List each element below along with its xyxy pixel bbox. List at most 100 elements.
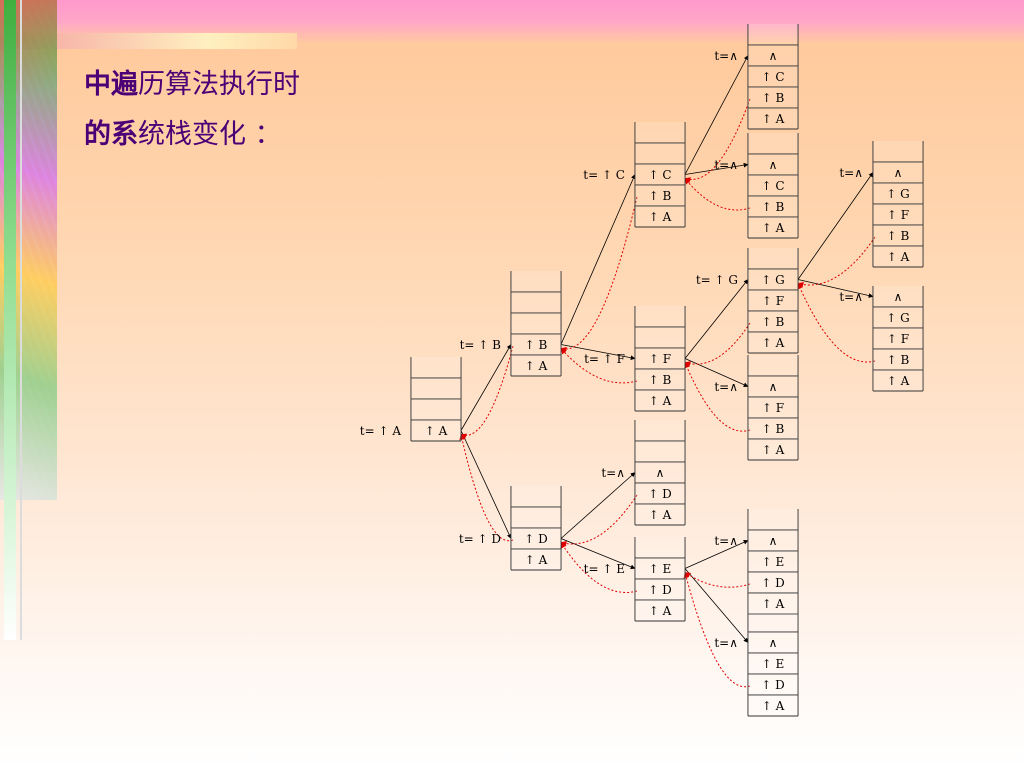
stack-cell-text: ↑ B — [762, 91, 785, 105]
stack-cell-text: ↑ C — [761, 179, 784, 193]
stack-cell-text: ↑ F — [887, 208, 909, 222]
stack-cell-bg — [873, 328, 923, 349]
stack-s-e1: ∧↑ E↑ D↑ At=∧ — [714, 509, 799, 615]
push-arrow — [560, 538, 636, 570]
stacks-layer: ↑ At= ↑ A↑ B↑ At= ↑ B↑ D↑ At= ↑ D↑ C↑ B↑… — [360, 24, 924, 717]
stack-cell-text: ∧ — [894, 290, 903, 304]
stack-cell-bg — [748, 311, 798, 332]
stack-t-label: t=∧ — [714, 49, 738, 63]
stack-cell-text: ↑ G — [761, 273, 784, 287]
stack-cell-text: ∧ — [769, 380, 778, 394]
stack-cell-bg — [635, 369, 685, 390]
stack-t-label: t=∧ — [714, 534, 738, 548]
stack-cell-bg — [748, 45, 798, 66]
stack-cell-bg — [411, 378, 461, 399]
stack-cell-text: ↑ E — [762, 657, 785, 671]
pop-arrow — [797, 236, 876, 288]
pop-arrow — [684, 572, 751, 588]
stack-cell-text: ↑ D — [524, 532, 548, 546]
stack-cell-bg — [748, 332, 798, 353]
stack-cell-bg — [635, 558, 685, 579]
stack-cell-text: ↑ A — [525, 553, 548, 567]
stack-cell-text: ↑ A — [762, 336, 785, 350]
pop-arrow — [560, 494, 638, 547]
push-arrow — [684, 358, 749, 387]
stack-cell-text: ↑ E — [649, 562, 672, 576]
stack-cell-bg — [748, 376, 798, 397]
push-arrow — [684, 279, 749, 359]
stack-cell-bg — [635, 143, 685, 164]
stack-cell-bg — [748, 439, 798, 460]
stack-cell-text: ↑ A — [762, 112, 785, 126]
stack-cell-bg — [511, 334, 561, 355]
stack-cell-bg — [748, 290, 798, 311]
stack-t-label: t=∧ — [714, 636, 738, 650]
stack-cell-bg — [635, 185, 685, 206]
push-arrow — [797, 279, 874, 298]
stack-cell-bg — [511, 271, 561, 292]
pop-arrow — [560, 348, 638, 384]
stack-cell-bg — [635, 348, 685, 369]
stack-s-c2: ∧↑ C↑ B↑ At=∧ — [714, 133, 799, 239]
stack-cell-text: ↑ D — [648, 583, 672, 597]
stack-cell-text: ↑ B — [525, 338, 548, 352]
stack-cell-bg — [748, 87, 798, 108]
stack-cell-bg — [873, 307, 923, 328]
push-arrow — [684, 55, 749, 175]
stack-cell-bg — [748, 248, 798, 269]
stack-s-dl: ∧↑ D↑ At=∧ — [601, 420, 686, 526]
stack-cell-text: ↑ B — [762, 200, 785, 214]
stack-cell-text: ↑ A — [649, 394, 672, 408]
green-side-bar — [4, 0, 16, 640]
stack-cell-text: ↑ B — [649, 189, 672, 203]
pop-arrow — [684, 178, 751, 211]
stack-cell-bg — [873, 204, 923, 225]
forward-arrows — [460, 55, 874, 643]
stack-cell-bg — [411, 399, 461, 420]
stack-cell-bg — [748, 530, 798, 551]
stack-cell-bg — [873, 286, 923, 307]
stack-cell-bg — [635, 122, 685, 143]
stack-cell-bg — [511, 486, 561, 507]
stack-cell-bg — [635, 441, 685, 462]
title-line-1: 中遍历算法执行时 — [84, 69, 300, 100]
stack-s-c: ↑ C↑ B↑ At= ↑ C — [583, 122, 686, 228]
stack-t-label: t= ↑ D — [459, 532, 501, 546]
stack-cell-text: ↑ A — [887, 250, 910, 264]
stack-cell-bg — [748, 611, 798, 632]
stack-cell-bg — [748, 632, 798, 653]
pop-arrow — [684, 361, 751, 432]
stack-cell-bg — [511, 313, 561, 334]
stack-cell-bg — [748, 196, 798, 217]
stack-cell-bg — [748, 24, 798, 45]
stack-cell-bg — [635, 206, 685, 227]
stack-cell-text: ↑ B — [887, 229, 910, 243]
stack-cell-text: ↑ F — [649, 352, 671, 366]
stack-cell-bg — [748, 355, 798, 376]
stack-s-c1: ∧↑ C↑ B↑ At=∧ — [714, 24, 799, 130]
stack-cell-bg — [635, 504, 685, 525]
stack-t-label: t=∧ — [839, 166, 863, 180]
stack-cell-text: ∧ — [769, 636, 778, 650]
stack-cell-text: ∧ — [656, 466, 665, 480]
stack-cell-text: ↑ A — [762, 699, 785, 713]
stack-cell-bg — [635, 390, 685, 411]
stack-cell-text: ∧ — [769, 534, 778, 548]
stack-cell-bg — [748, 175, 798, 196]
stack-cell-bg — [748, 653, 798, 674]
stack-cell-bg — [873, 162, 923, 183]
stack-cell-bg — [511, 549, 561, 570]
stack-cell-text: ↑ E — [762, 555, 785, 569]
push-arrow — [460, 430, 512, 539]
stack-cell-text: ↑ A — [649, 604, 672, 618]
stack-cell-bg — [748, 509, 798, 530]
stack-t-label: t=∧ — [601, 466, 625, 480]
stack-s-fr: ∧↑ F↑ B↑ At=∧ — [714, 355, 799, 461]
stack-cell-text: ↑ A — [887, 374, 910, 388]
stack-cell-bg — [748, 674, 798, 695]
stack-cell-bg — [635, 462, 685, 483]
stack-cell-bg — [748, 66, 798, 87]
stack-s-g: ↑ G↑ F↑ B↑ At= ↑ G — [696, 248, 799, 354]
stack-cell-text: ↑ A — [762, 443, 785, 457]
stack-cell-bg — [635, 600, 685, 621]
